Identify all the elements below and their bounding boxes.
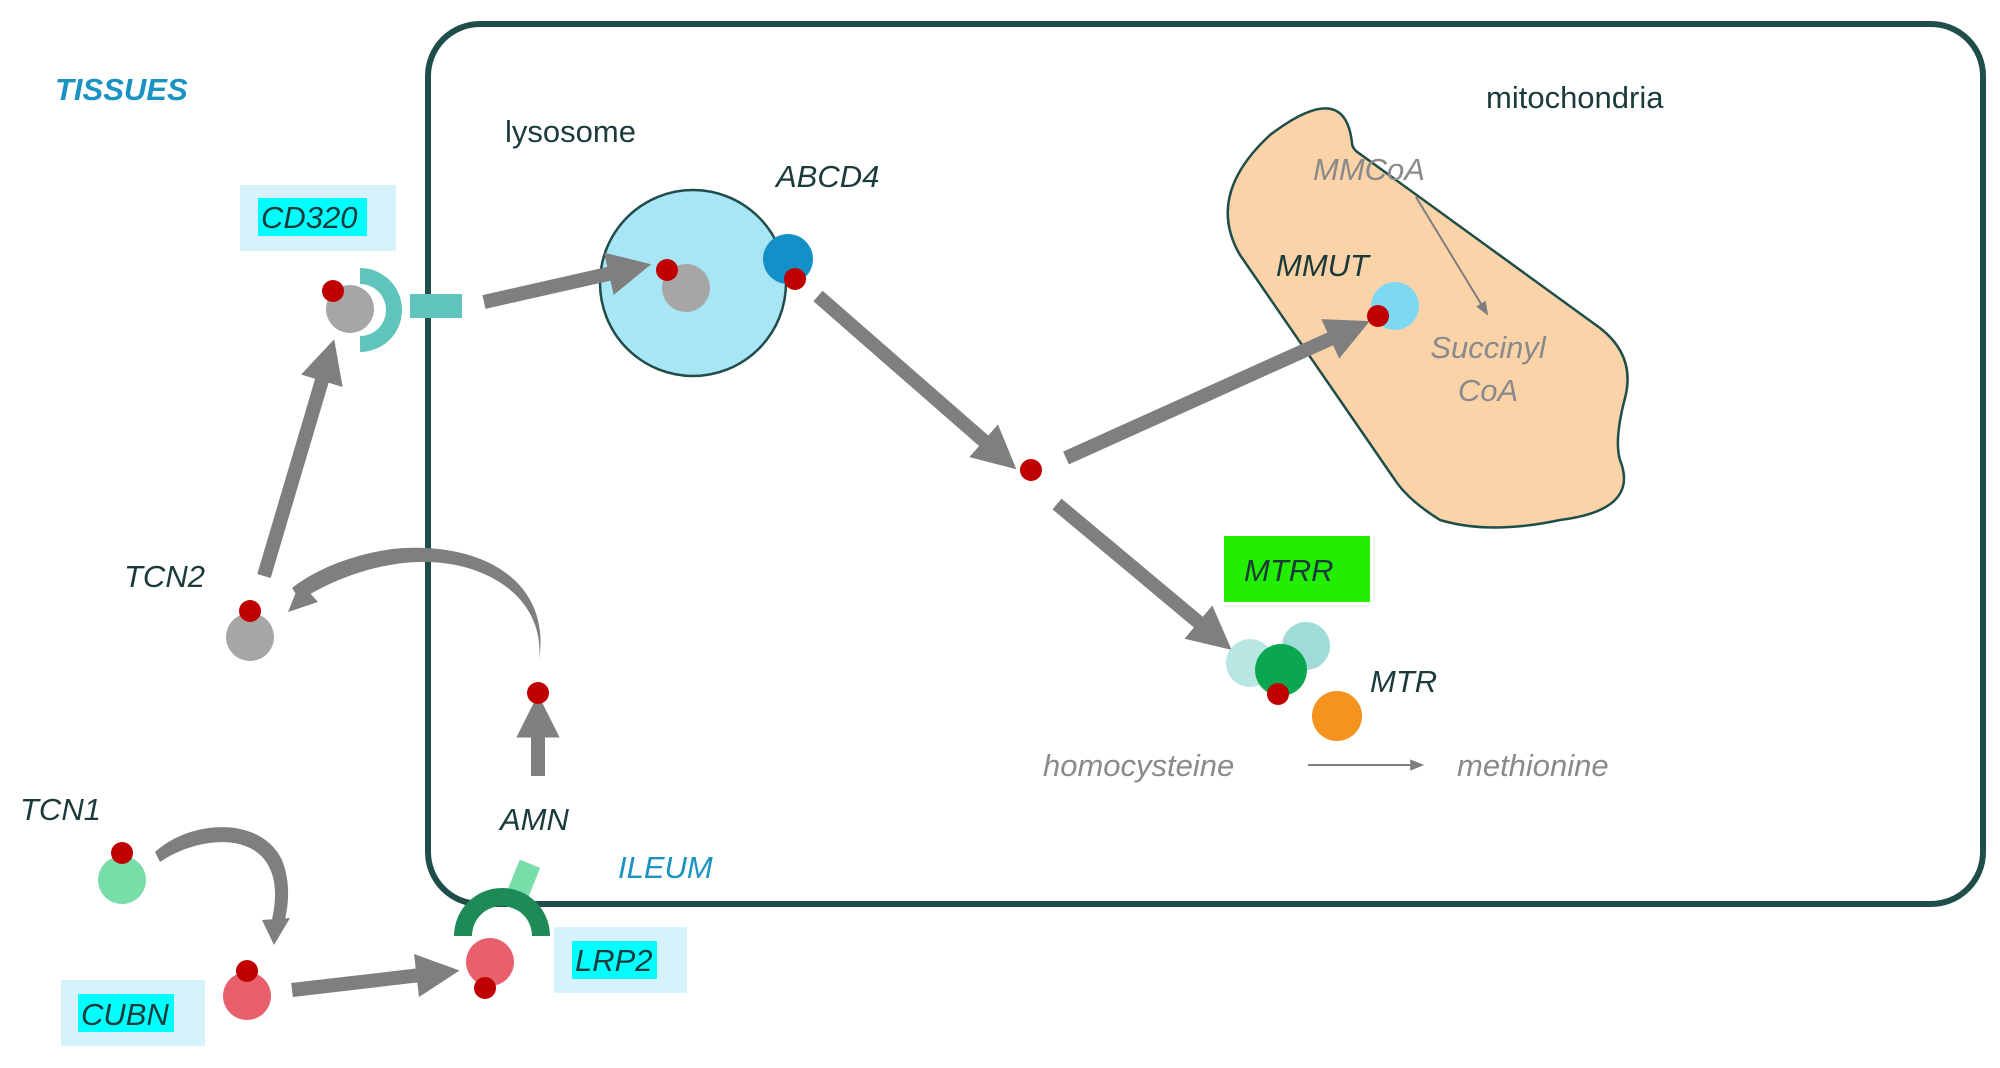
arrow-lysosome-to-cytosol — [813, 290, 1017, 470]
cobalamin-dot — [656, 259, 678, 281]
lrp2-label: LRP2 — [575, 943, 653, 978]
tcn2-protein — [226, 613, 274, 661]
amn-receptor — [454, 888, 550, 936]
methionine-label: methionine — [1457, 748, 1609, 783]
cobalamin-dot — [474, 977, 496, 999]
mmcoa-label: MMCoA — [1313, 152, 1425, 187]
mitochondria-label: mitochondria — [1486, 80, 1664, 115]
cubn-protein — [223, 972, 271, 1020]
cobalamin-dot — [111, 842, 133, 864]
amn-label: AMN — [498, 802, 570, 837]
cobalamin-dot — [1267, 683, 1289, 705]
tcn2-label: TCN2 — [124, 559, 205, 594]
tcn1-protein — [98, 856, 146, 904]
mtr-protein — [1255, 644, 1307, 696]
cd320-receptor-stem — [410, 294, 462, 318]
mtrr-label-box — [1224, 536, 1370, 602]
cobalamin-dot — [1367, 305, 1389, 327]
mmcoa-to-succinyl-arrow — [1415, 196, 1489, 316]
mtr-orange-subunit — [1312, 691, 1362, 741]
arrow-cytosol-to-mtr — [1052, 498, 1232, 650]
mtr-label: MTR — [1370, 664, 1437, 699]
cobalamin-dot — [236, 960, 258, 982]
curved-arrow-amn-to-tcn2 — [292, 547, 541, 660]
cubn-label: CUBN — [81, 997, 169, 1032]
cobalamin-dot — [239, 600, 261, 622]
cobalamin-dot-cytosol — [1020, 459, 1042, 481]
tissues-label: TISSUES — [55, 72, 188, 107]
arrow-cd320-to-lysosome — [482, 252, 652, 309]
curved-arrow-tcn1-to-cubn — [155, 827, 289, 930]
cobalamin-dot — [527, 682, 549, 704]
homocysteine-label: homocysteine — [1043, 748, 1234, 783]
cobalamin-dot — [322, 280, 344, 302]
cd320-label: CD320 — [261, 200, 358, 235]
curved-arrow-head-tcn2 — [288, 582, 318, 612]
cubn-protein-bound — [466, 938, 514, 986]
arrow-tcn2-to-cd320 — [257, 339, 343, 578]
cell-boundary — [425, 21, 1986, 907]
ileum-label: ILEUM — [618, 850, 713, 885]
coa-label: CoA — [1458, 373, 1518, 408]
succinyl-label: Succinyl — [1430, 330, 1547, 365]
mtrr-label: MTRR — [1244, 553, 1334, 588]
arrow-cytosol-to-mmut — [1063, 319, 1370, 465]
mitochondria — [1226, 107, 1629, 529]
cd320-highlight — [258, 198, 367, 236]
mmut-label: MMUT — [1276, 248, 1371, 283]
tcn1-label: TCN1 — [20, 792, 101, 827]
curved-arrow-head-cubn — [262, 918, 290, 945]
abcd4-label: ABCD4 — [774, 159, 879, 194]
cubn-highlight — [78, 994, 174, 1032]
arrow-cubn-to-lrp2 — [291, 953, 460, 998]
lrp2-highlight — [572, 941, 657, 979]
cd320-receptor — [360, 268, 402, 352]
cobalamin-dot — [784, 268, 806, 290]
lysosome-label: lysosome — [505, 114, 636, 149]
